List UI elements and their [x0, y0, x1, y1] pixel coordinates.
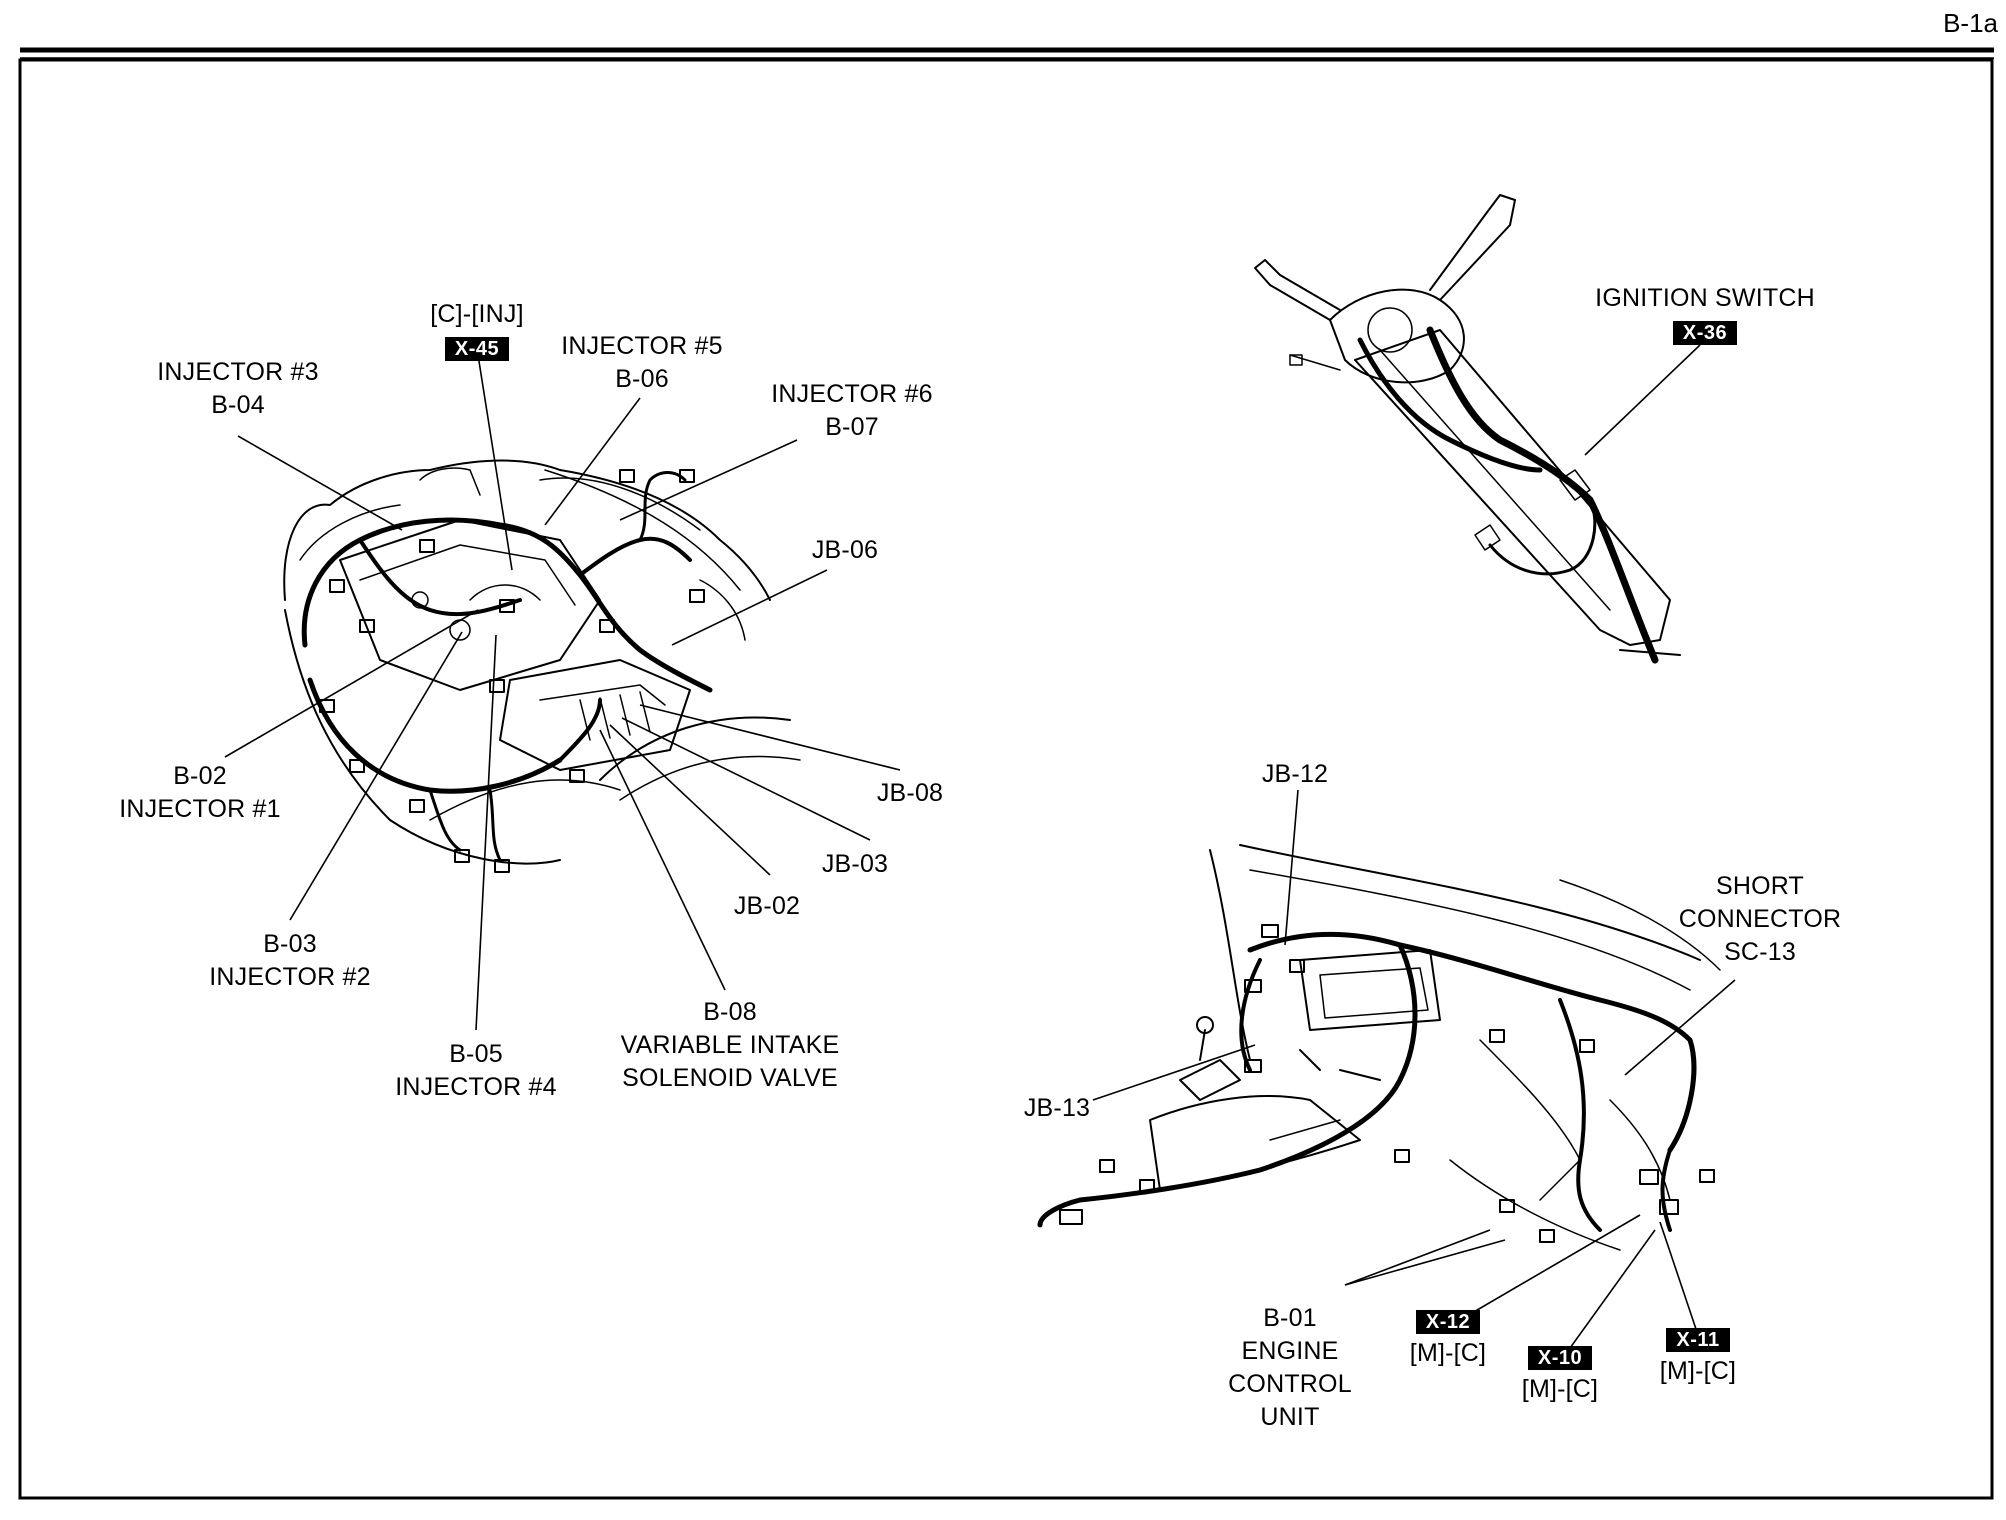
label-x12: X-12 [M]-[C]	[1388, 1304, 1508, 1370]
leader-valve	[599, 729, 726, 991]
x10-wire: [M]-[C]	[1521, 1375, 1599, 1403]
leader-injector5	[544, 397, 641, 526]
jb02-text: JB-02	[733, 892, 801, 920]
label-jb02: JB-02	[712, 890, 822, 923]
label-valve: B-08 VARIABLE INTAKE SOLENOID VALVE	[590, 996, 870, 1095]
injector5-code: B-06	[615, 365, 669, 393]
ecu-code: B-01	[1263, 1304, 1317, 1332]
leader-jb03	[621, 717, 871, 841]
injector2-code: B-03	[263, 930, 317, 958]
leader-jb02	[609, 724, 771, 876]
leader-short	[1624, 979, 1736, 1076]
ecu-line1: ENGINE	[1241, 1337, 1339, 1365]
label-injector1: B-02 INJECTOR #1	[90, 760, 310, 826]
steering-column-illustration	[1254, 194, 1681, 664]
jb12-text: JB-12	[1261, 760, 1329, 788]
injector6-code: B-07	[825, 413, 879, 441]
label-x45: [C]-[INJ] X-45	[392, 298, 562, 364]
leader-ecu-b	[1344, 1239, 1506, 1286]
leader-jb08	[639, 704, 901, 771]
page-id: B-1a	[1943, 8, 1998, 38]
leader-x10	[1564, 1229, 1656, 1356]
leader-x45	[477, 354, 513, 571]
injector1-name: INJECTOR #1	[119, 795, 281, 823]
x12-tag: X-12	[1415, 1310, 1481, 1334]
leader-jb13	[1092, 1044, 1256, 1101]
jb13-text: JB-13	[1023, 1094, 1091, 1122]
leader-ignition	[1584, 344, 1701, 456]
injector3-code: B-04	[211, 391, 265, 419]
label-jb06: JB-06	[790, 534, 900, 567]
leader-x12	[1459, 1214, 1641, 1321]
label-injector3: INJECTOR #3 B-04	[128, 356, 348, 422]
label-injector5: INJECTOR #5 B-06	[542, 330, 742, 396]
injector4-code: B-05	[449, 1040, 503, 1068]
label-injector2: B-03 INJECTOR #2	[180, 928, 400, 994]
leader-injector1	[224, 609, 479, 758]
leader-jb12	[1284, 789, 1299, 946]
page-frame	[18, 47, 1994, 1500]
dashboard-illustration	[1037, 844, 1721, 1251]
ignition-name: IGNITION SWITCH	[1595, 284, 1815, 312]
label-ecu: B-01 ENGINE CONTROL UNIT	[1200, 1302, 1380, 1434]
leader-ecu-a	[1344, 1229, 1491, 1286]
label-ignition-switch: IGNITION SWITCH X-36	[1565, 282, 1845, 348]
injector4-name: INJECTOR #4	[395, 1073, 557, 1101]
valve-line1: VARIABLE INTAKE	[620, 1031, 840, 1059]
leader-lines	[224, 344, 1736, 1356]
x36-tag: X-36	[1672, 321, 1738, 345]
x10-tag: X-10	[1527, 1346, 1593, 1370]
leader-injector3	[237, 435, 403, 531]
label-jb13: JB-13	[1002, 1092, 1112, 1125]
x12-wire: [M]-[C]	[1409, 1339, 1487, 1367]
leader-injector2	[289, 631, 463, 921]
label-jb08: JB-08	[855, 777, 965, 810]
leader-jb06	[671, 569, 828, 646]
jb08-text: JB-08	[876, 779, 944, 807]
label-short-connector: SHORT CONNECTOR SC-13	[1660, 870, 1860, 969]
jb03-text: JB-03	[821, 850, 889, 878]
x11-tag: X-11	[1666, 1328, 1730, 1352]
label-jb03: JB-03	[800, 848, 910, 881]
x45-wire: [C]-[INJ]	[430, 300, 524, 328]
valve-line2: SOLENOID VALVE	[622, 1064, 838, 1092]
ecu-line3: UNIT	[1260, 1403, 1320, 1431]
injector1-code: B-02	[173, 762, 227, 790]
injector3-name: INJECTOR #3	[157, 358, 319, 386]
injector2-name: INJECTOR #2	[209, 963, 371, 991]
label-injector6: INJECTOR #6 B-07	[742, 378, 962, 444]
label-x11: X-11 [M]-[C]	[1638, 1322, 1758, 1388]
label-injector4: B-05 INJECTOR #4	[366, 1038, 586, 1104]
leader-injector4	[475, 634, 497, 1031]
short-code: SC-13	[1724, 938, 1796, 966]
leader-injector6	[619, 439, 798, 521]
short-line2: CONNECTOR	[1678, 905, 1842, 933]
label-x10: X-10 [M]-[C]	[1500, 1340, 1620, 1406]
valve-code: B-08	[703, 998, 757, 1026]
x11-wire: [M]-[C]	[1659, 1357, 1737, 1385]
short-line1: SHORT	[1715, 872, 1805, 900]
label-jb12: JB-12	[1240, 758, 1350, 791]
engine-bay-illustration	[283, 459, 801, 873]
x45-tag: X-45	[444, 337, 510, 361]
jb06-text: JB-06	[811, 536, 879, 564]
injector5-name: INJECTOR #5	[561, 332, 723, 360]
ecu-line2: CONTROL	[1228, 1370, 1352, 1398]
injector6-name: INJECTOR #6	[771, 380, 933, 408]
leader-x11	[1659, 1221, 1699, 1336]
